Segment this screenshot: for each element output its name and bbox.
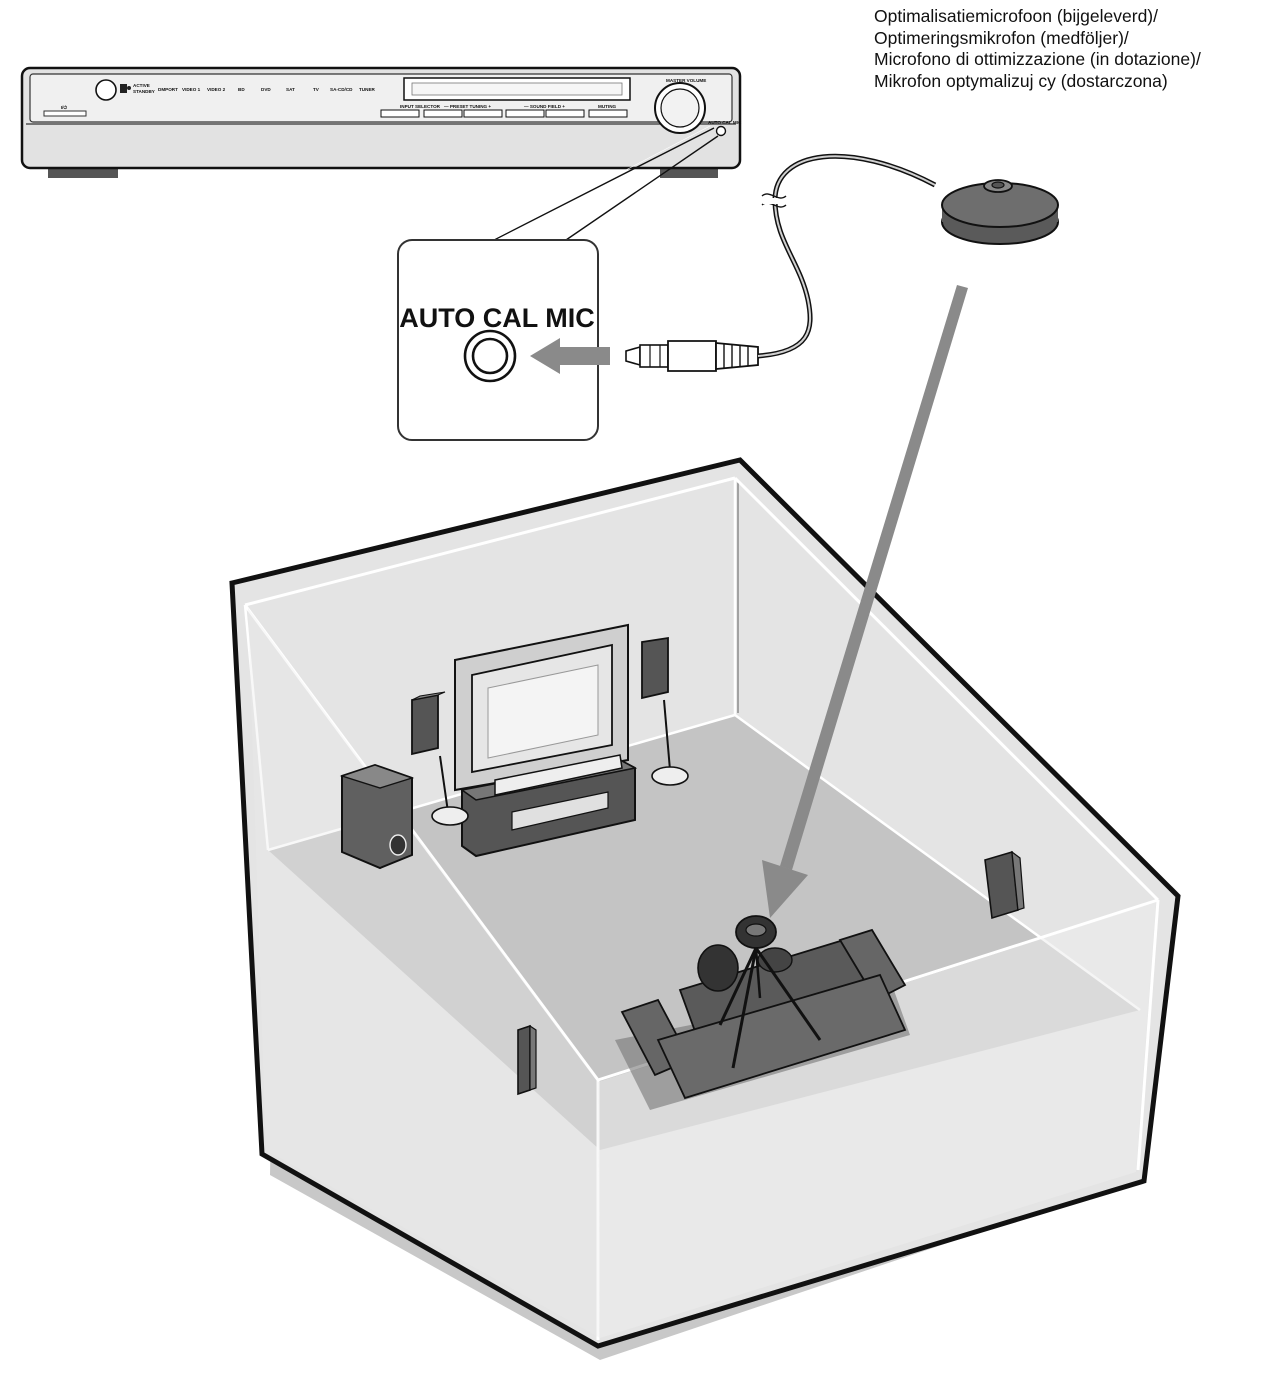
- sound-field-label: — SOUND FIELD +: [524, 104, 565, 109]
- standby-label: STANDBY: [133, 89, 155, 94]
- input-labels: DMPORT VIDEO 1 VIDEO 2 BD DVD SAT TV SA-…: [158, 87, 376, 92]
- preset-tuning-label: — PRESET TUNING +: [444, 104, 491, 109]
- microphone: [942, 180, 1058, 244]
- muting-button: [589, 110, 627, 117]
- power-button: [96, 80, 116, 100]
- input-selector-label: INPUT SELECTOR: [400, 104, 441, 109]
- input-label-sacd: SA-CD/CD: [330, 87, 353, 92]
- preset-plus-button: [464, 110, 502, 117]
- listening-room: [232, 460, 1178, 1360]
- preset-minus-button: [424, 110, 462, 117]
- auto-cal-mic-label: AUTO CAL MIC: [399, 303, 595, 333]
- sound-field-plus-button: [546, 110, 584, 117]
- input-label-bd: BD: [238, 87, 245, 92]
- microphone-cable: [758, 156, 935, 356]
- receiver-auto-cal-mic-jack: [717, 127, 726, 136]
- surround-left-speaker: [518, 1026, 536, 1094]
- surround-right-speaker: [985, 852, 1024, 918]
- av-receiver: I/⏻ ACTIVE STANDBY DMPORT VIDEO 1 VIDEO …: [22, 68, 742, 178]
- input-selector-button: [381, 110, 419, 117]
- input-label-tv: TV: [313, 87, 320, 92]
- jack-callout: AUTO CAL MIC: [398, 240, 610, 440]
- receiver-auto-cal-mic-label: AUTO CAL MIC: [708, 120, 742, 125]
- input-label-tuner: TUNER: [359, 87, 376, 92]
- microphone-plug: [626, 341, 758, 371]
- subwoofer: [342, 765, 412, 868]
- input-label-video2: VIDEO 2: [207, 87, 226, 92]
- power-label: I/⏻: [61, 105, 68, 110]
- power-led: [120, 84, 127, 93]
- receiver-disc-slot: [44, 111, 86, 116]
- input-label-dmport: DMPORT: [158, 87, 178, 92]
- sound-field-minus-button: [506, 110, 544, 117]
- input-label-dvd: DVD: [261, 87, 271, 92]
- muting-label: MUTING: [598, 104, 617, 109]
- master-volume-label: MASTER VOLUME: [666, 78, 706, 83]
- input-label-sat: SAT: [286, 87, 295, 92]
- active-label: ACTIVE: [133, 83, 150, 88]
- input-label-video1: VIDEO 1: [182, 87, 201, 92]
